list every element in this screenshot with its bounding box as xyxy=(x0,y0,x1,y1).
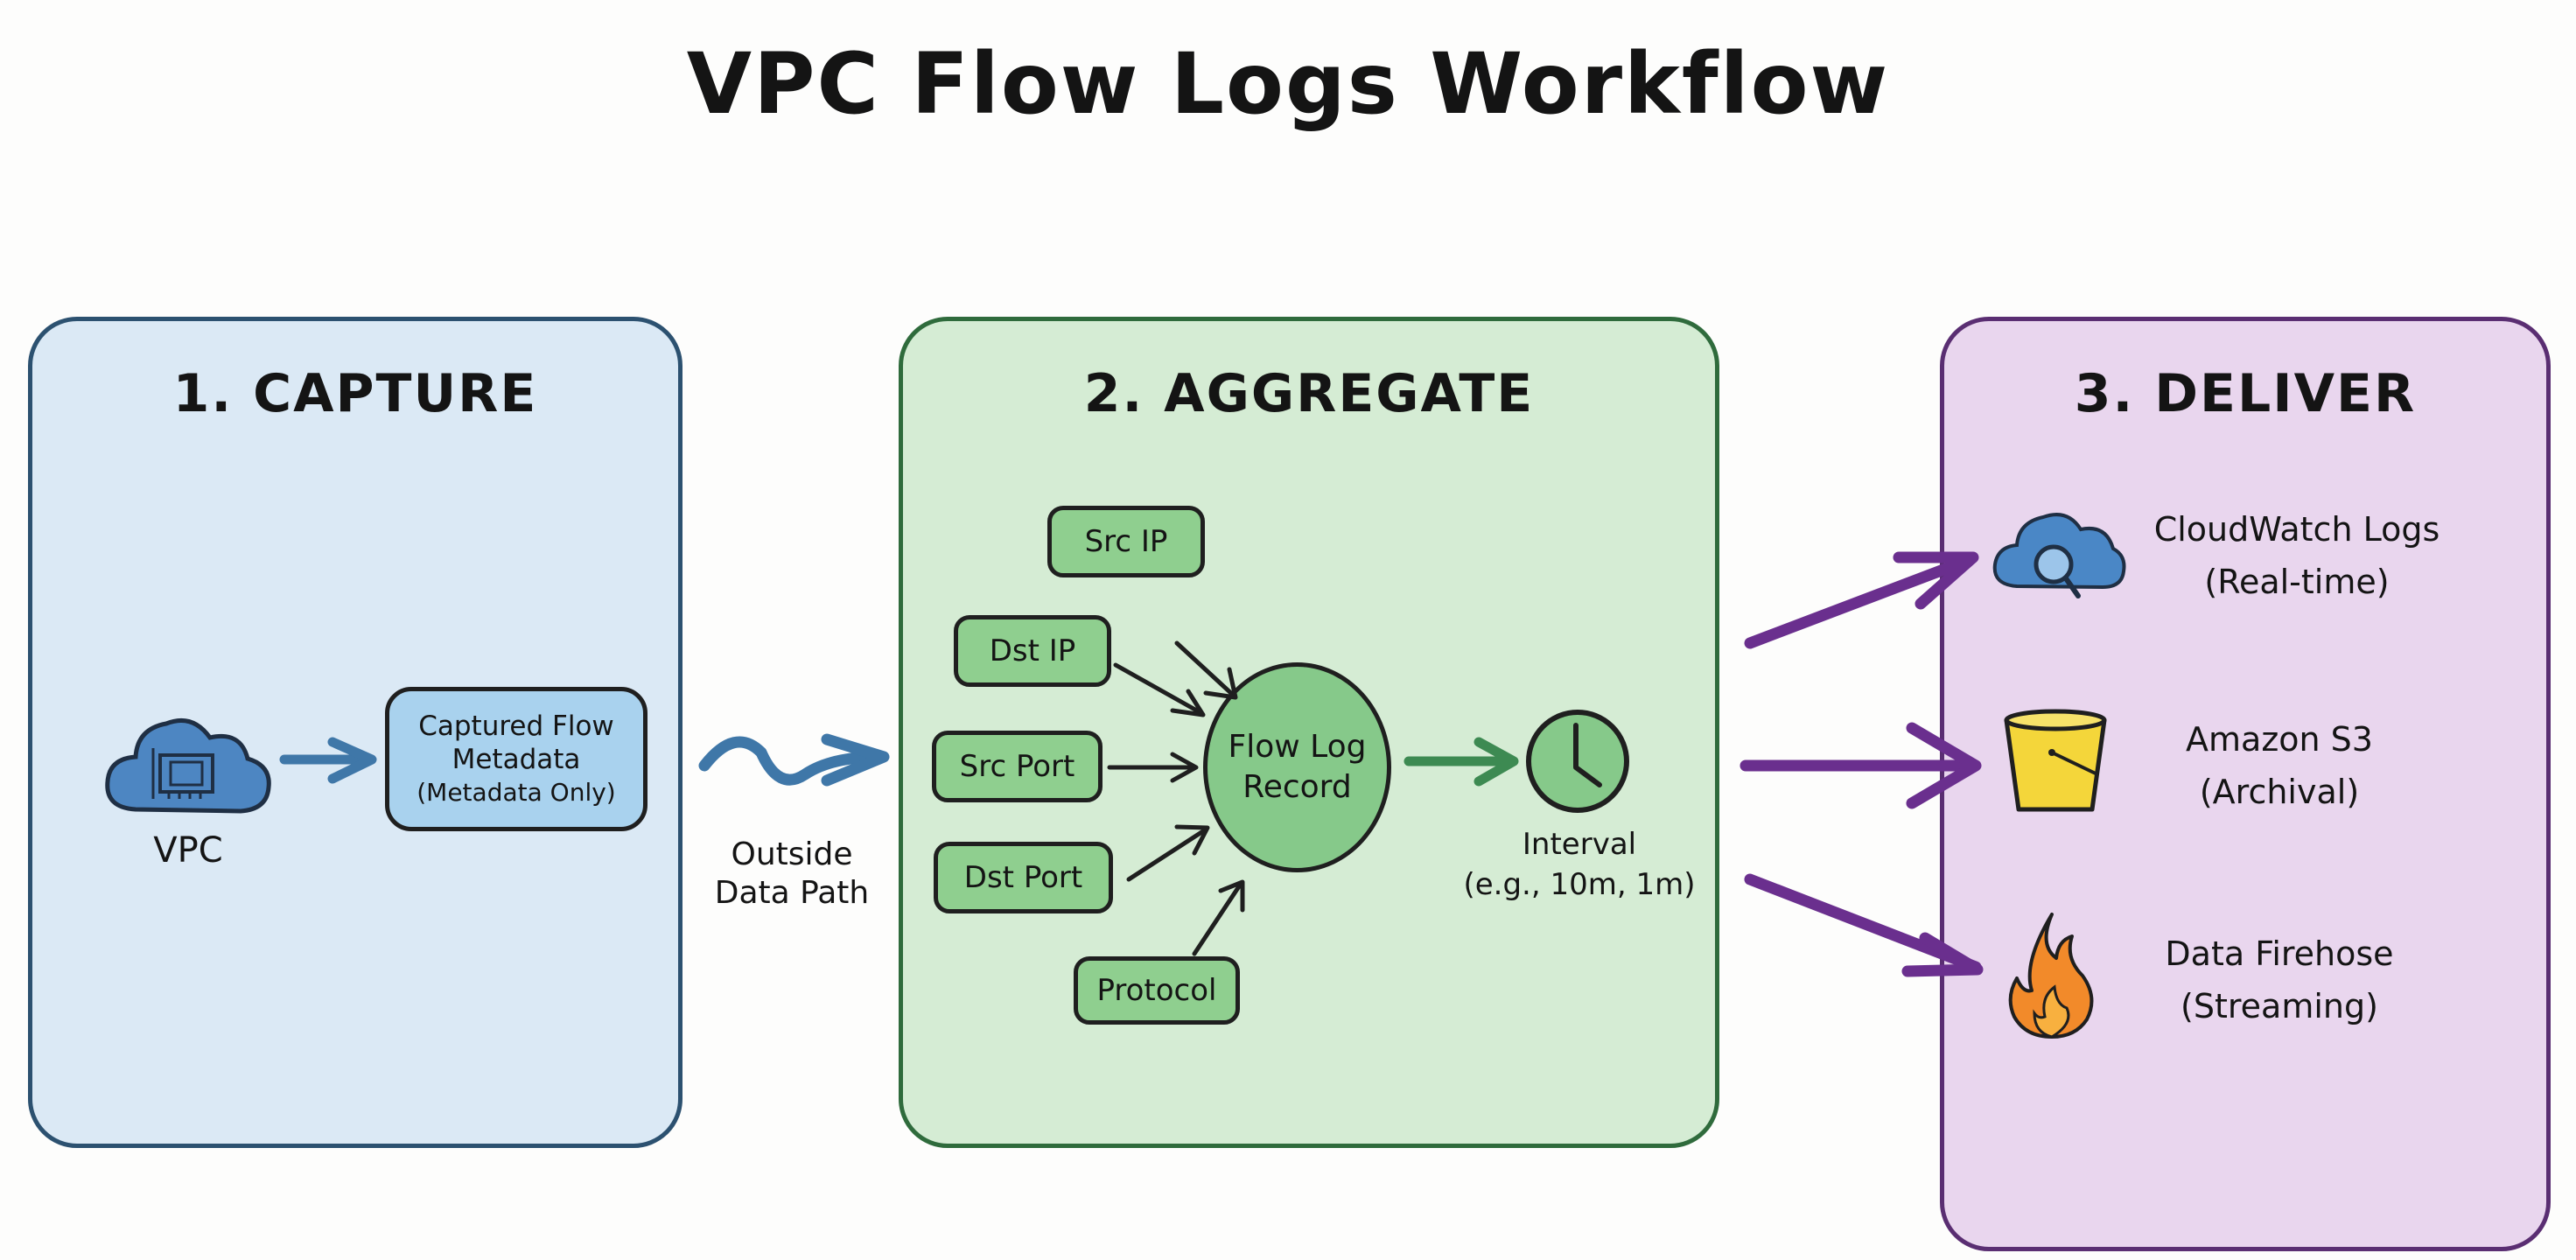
cloudwatch-mode: (Real-time) xyxy=(2204,563,2390,601)
arrow-record-to-interval xyxy=(1404,737,1519,787)
record-line-2: Record xyxy=(1242,769,1352,805)
field-src-ip: Src IP xyxy=(1047,506,1205,578)
interval-line-2: (e.g., 10m, 1m) xyxy=(1463,867,1696,902)
arrows-to-destinations xyxy=(1740,551,1984,977)
vpc-cloud-icon xyxy=(105,718,271,814)
arrow-vpc-to-metadata xyxy=(279,737,377,784)
destination-s3: Amazon S3 (Archival) xyxy=(2135,713,2424,818)
flame-icon xyxy=(2008,913,2094,1039)
firehose-mode: (Streaming) xyxy=(2180,987,2378,1026)
outside-line-1: Outside xyxy=(731,836,853,872)
destination-firehose: Data Firehose (Streaming) xyxy=(2118,928,2441,1032)
interval-label: Interval (e.g., 10m, 1m) xyxy=(1452,824,1706,905)
capture-panel-title: 1. CAPTURE xyxy=(172,363,538,424)
captured-metadata-box: Captured Flow Metadata (Metadata Only) xyxy=(385,687,648,831)
firehose-name: Data Firehose xyxy=(2165,934,2394,973)
arrows-fields-to-record xyxy=(1107,640,1245,956)
clock-icon xyxy=(1526,710,1629,813)
diagram-title: VPC Flow Logs Workflow xyxy=(686,35,1890,133)
bucket-icon xyxy=(2004,709,2107,812)
interval-line-1: Interval xyxy=(1522,827,1637,862)
s3-mode: (Archival) xyxy=(2199,773,2360,811)
outside-line-2: Data Path xyxy=(714,875,870,911)
metadata-line-1: Captured Flow xyxy=(418,710,614,742)
aggregate-panel-title: 2. AGGREGATE xyxy=(1083,363,1535,424)
metadata-line-3: (Metadata Only) xyxy=(416,777,616,807)
cloud-search-icon xyxy=(1992,513,2126,598)
field-protocol: Protocol xyxy=(1074,956,1240,1025)
s3-name: Amazon S3 xyxy=(2186,720,2373,759)
field-src-port: Src Port xyxy=(932,731,1102,802)
record-line-1: Flow Log xyxy=(1228,729,1367,765)
arrow-outside-data-path xyxy=(698,733,890,787)
outside-data-path-label: Outside Data Path xyxy=(691,836,892,913)
destination-cloudwatch: CloudWatch Logs (Real-time) xyxy=(2118,503,2476,608)
field-dst-port: Dst Port xyxy=(934,842,1113,914)
vpc-label: VPC xyxy=(153,830,223,871)
cloudwatch-name: CloudWatch Logs xyxy=(2153,510,2440,549)
deliver-panel-title: 3. DELIVER xyxy=(2074,363,2417,424)
field-dst-ip: Dst IP xyxy=(954,615,1111,687)
metadata-line-2: Metadata xyxy=(452,743,581,775)
